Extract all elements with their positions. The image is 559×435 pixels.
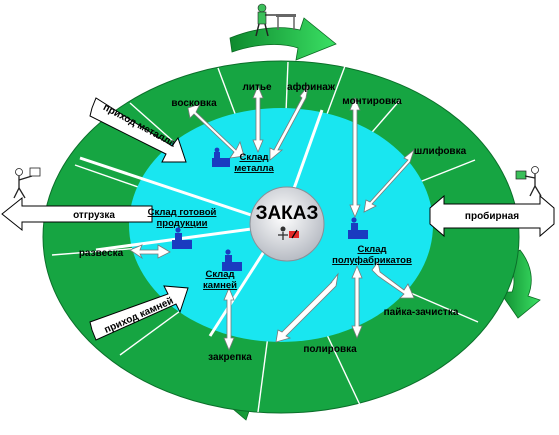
flow-arrows (129, 84, 415, 352)
op-voskovka: восковка (171, 98, 217, 109)
cycle-arrow-top (229, 17, 337, 61)
op-polirovka: полировка (303, 344, 357, 355)
op-razveska: развеска (79, 248, 124, 259)
warehouse-semi-icon (348, 217, 368, 239)
assay-label: пробирная (465, 210, 519, 222)
op-zakrepka: закрепка (208, 352, 252, 363)
shipping-person-icon (13, 167, 41, 199)
shipment-label: отгрузка (73, 210, 115, 221)
warehouse-semi-line1: Склад (357, 244, 386, 255)
warehouse-finished-line1: Склад готовой (148, 207, 217, 218)
worker-at-desk-icon (255, 3, 296, 37)
warehouse-stones-icon (222, 249, 242, 271)
assay-person-icon (515, 166, 542, 197)
center-label: ЗАКАЗ (256, 203, 319, 224)
assay-arrow (429, 194, 555, 238)
warehouse-metal-icon (212, 147, 230, 167)
warehouse-semi-line2: полуфабрикатов (332, 255, 412, 266)
op-shlifovka: шлифовка (414, 145, 467, 157)
center-hub (249, 186, 325, 262)
metal-incoming-arrow (89, 97, 187, 163)
op-payka: пайка-зачистка (384, 307, 459, 318)
warehouse-stones-line2: камней (203, 280, 237, 291)
op-montirovka: монтировка (342, 96, 402, 107)
warehouse-finished-icon (172, 227, 192, 249)
warehouse-metal-line1: Склад (239, 152, 268, 163)
warehouse-stones-line1: Склад (205, 269, 234, 280)
op-affinazh: аффинаж (287, 81, 336, 93)
order-person-icon (278, 226, 299, 240)
op-litye: литье (242, 82, 272, 93)
stones-incoming-arrow (89, 285, 189, 341)
warehouse-finished-line2: продукции (157, 218, 208, 229)
warehouse-metal-line2: металла (234, 163, 274, 174)
shipment-arrow (1, 196, 153, 232)
